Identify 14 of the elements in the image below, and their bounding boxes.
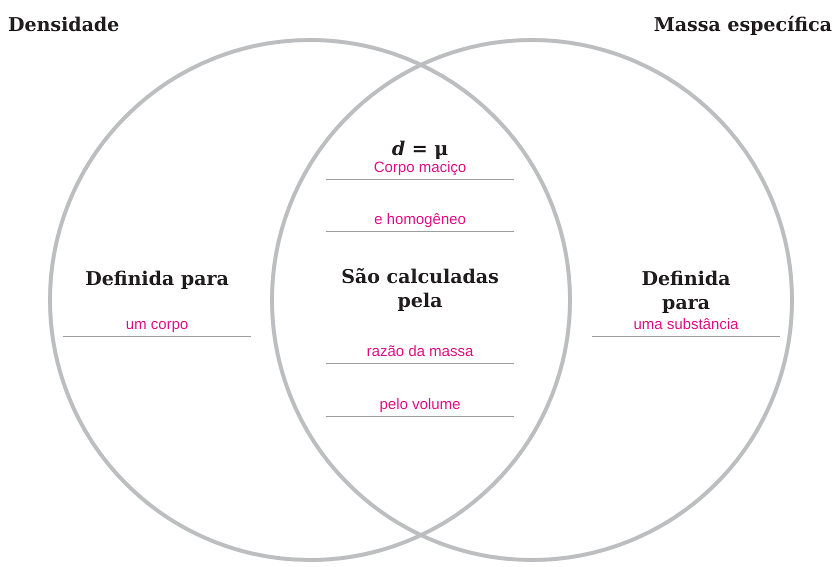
set-title: Massa específica <box>654 14 832 36</box>
answer-text: um corpo <box>63 316 251 337</box>
set-circle <box>270 38 794 562</box>
section-heading: São calculadas pela <box>340 266 500 314</box>
section-heading: Definida para <box>640 268 732 316</box>
answer-text: uma substância <box>592 316 780 337</box>
formula: d = μ <box>392 138 448 160</box>
set-title: Densidade <box>8 14 120 36</box>
answer-text: Corpo maciço <box>326 159 514 180</box>
answer-text: pelo volume <box>326 396 514 417</box>
answer-text: razão da massa <box>326 343 514 364</box>
section-heading: Definida para <box>85 268 229 292</box>
answer-text: e homogêneo <box>326 211 514 232</box>
set-circle <box>48 38 572 562</box>
